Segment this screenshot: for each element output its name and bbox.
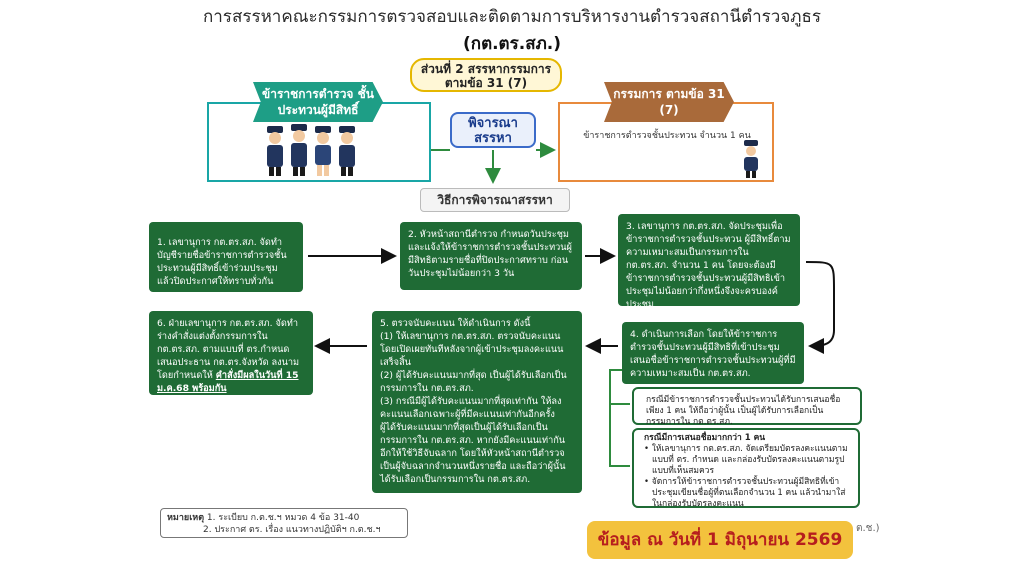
step-2-box: 2. หัวหน้าสถานีตำรวจ กำหนดวันประชุม และแ… (400, 222, 582, 290)
committee-description: ข้าราชการตำรวจชั้นประทวน จำนวน 1 คน (583, 131, 751, 141)
eligible-officers-panel (207, 102, 431, 182)
method-heading: วิธีการพิจารณาสรรหา (420, 188, 570, 212)
data-date-badge: ข้อมูล ณ วันที่ 1 มิถุนายน 2569 (587, 521, 853, 559)
police-officer-illustration (744, 140, 758, 178)
remarks-item-2: 2. ประกาศ ตร. เรื่อง แนวทางปฏิบัติฯ ก.ต.… (203, 525, 381, 535)
step-6-box: 6. ฝ่ายเลขานุการ กต.ตร.สภ. จัดทำร่างคำสั… (149, 311, 313, 395)
page-subtitle: (กต.ตร.สภ.) (463, 34, 561, 54)
police-officer-icon (315, 126, 331, 176)
remarks-item-1: 1. ระเบียบ ก.ต.ช.ฯ หมวด 4 ข้อ 31-40 (206, 513, 360, 523)
bracket-step4-notes (609, 369, 630, 467)
step-5-box: 5. ตรวจนับคะแนน ให้ดำเนินการ ดังนี้ (1) … (372, 311, 582, 493)
note-multiple-heading: กรณีมีการเสนอชื่อมากกว่า 1 คน (644, 433, 766, 443)
police-officer-icon (744, 140, 758, 178)
step-5-item-4: ผู้ได้รับคะแนนมากที่สุดเป็นผู้ได้รับเลือ… (380, 422, 566, 485)
police-officers-illustration (267, 124, 355, 176)
police-officer-icon (339, 126, 355, 176)
note-single-nominee: กรณีมีข้าราชการตำรวจชั้นประทวนได้รับการเ… (632, 387, 862, 427)
truncated-reference-text: ต.ช.) (856, 523, 880, 534)
committee-panel (558, 102, 774, 182)
step-6-text: 6. ฝ่ายเลขานุการ กต.ตร.สภ. จัดทำร่างคำสั… (157, 318, 300, 381)
step-4-box: 4. ดำเนินการเลือก โดยให้ข้าราชการตำรวจชั… (622, 322, 804, 384)
police-officer-icon (267, 126, 283, 176)
police-officer-icon (291, 124, 307, 176)
step-5-item-3: (3) กรณีมีผู้ได้รับคะแนนมากที่สุดเท่ากัน… (380, 396, 562, 420)
committee-ribbon: กรรมการ ตามข้อ 31 (7) (604, 82, 734, 122)
step-1-box: 1. เลขานุการ กต.ตร.สภ. จัดทำบัญชีรายชื่อ… (149, 222, 303, 292)
step-5-heading: 5. ตรวจนับคะแนน ให้ดำเนินการ ดังนี้ (380, 318, 531, 329)
note-multiple-bullet-2: • จัดการให้ข้าราชการตำรวจชั้นประทวนผู้มี… (644, 477, 846, 509)
eligible-officers-ribbon: ข้าราชการตำรวจ ชั้นประทวนผู้มีสิทธิ์ (253, 82, 383, 122)
consider-recruit-label: พิจารณา สรรหา (450, 112, 536, 148)
remarks-label: หมายเหตุ (167, 513, 205, 523)
page-title: การสรรหาคณะกรรมการตรวจสอบและติดตามการบริ… (202, 7, 822, 27)
step-5-item-1: (1) ให้เลขานุการ กต.ตร.สภ. ตรวจนับคะแนนโ… (380, 331, 564, 368)
note-multiple-nominees: กรณีมีการเสนอชื่อมากกว่า 1 คน • ให้เลขาน… (632, 428, 860, 509)
arrow-step3-to-step4 (805, 261, 835, 354)
step-6-effective-date: คำสั่งมีผลในวันที่ 15 ม.ค.68 พร้อมกัน (157, 370, 299, 394)
section-label: ส่วนที่ 2 สรรหากรรมการ ตามข้อ 31 (7) (410, 58, 562, 92)
step-5-item-2: (2) ผู้ได้รับคะแนนมากที่สุด เป็นผู้ได้รั… (380, 370, 567, 394)
step-3-box: 3. เลขานุการ กต.ตร.สภ. จัดประชุมเพื่อข้า… (618, 214, 800, 310)
note-multiple-bullet-1: • ให้เลขานุการ กต.ตร.สภ. จัดเตรียมบัตรลง… (644, 444, 848, 476)
remarks-box: หมายเหตุ 1. ระเบียบ ก.ต.ช.ฯ หมวด 4 ข้อ 3… (160, 508, 408, 538)
